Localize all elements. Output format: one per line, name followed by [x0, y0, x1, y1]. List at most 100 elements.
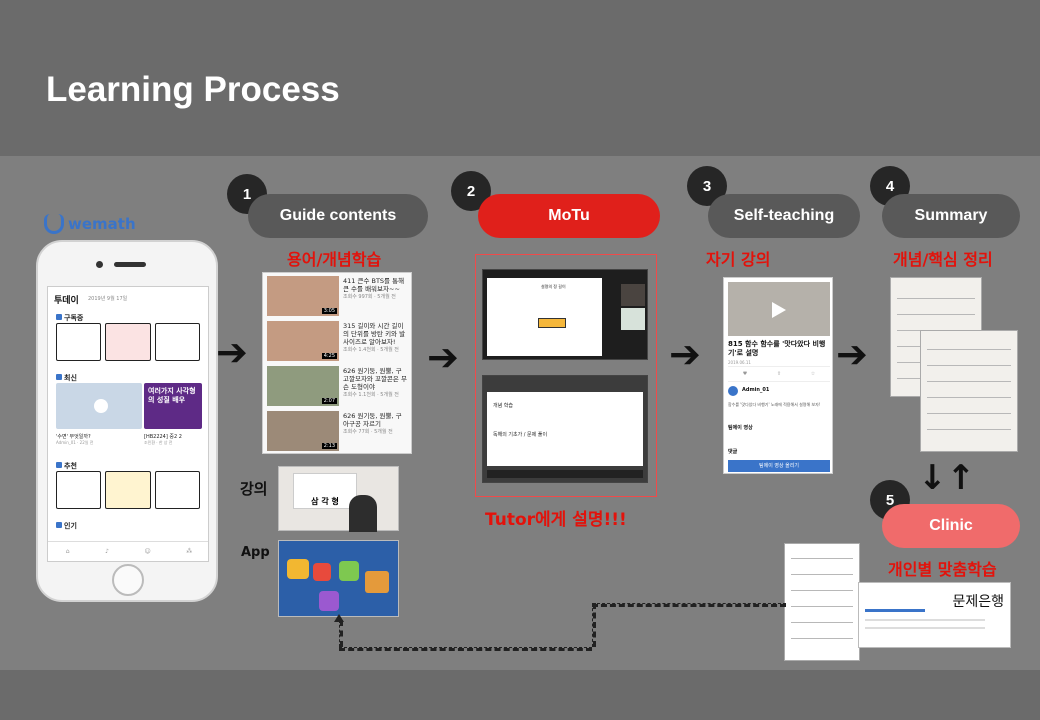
- step-pill-motu: MoTu: [478, 194, 660, 238]
- latest-video-2[interactable]: 여러가지 사각형의 성질 배우: [144, 383, 202, 429]
- card-date: 2019.06.11: [728, 360, 751, 365]
- motu-card-title: 설명의 정 길이: [541, 284, 566, 289]
- step-pill-summary: Summary: [882, 194, 1020, 238]
- step-pill-self-teaching: Self-teaching: [708, 194, 860, 238]
- list-item[interactable]: 4:25 315 길이와 시간 길이의 단위를 방탄 키와 발 사이즈로 알아보…: [267, 321, 409, 363]
- home-icon[interactable]: ⌂: [65, 548, 70, 555]
- upload-video-button[interactable]: 팀에이 영상 올리기: [728, 460, 830, 472]
- wemath-logo: wemath: [44, 214, 136, 234]
- label-lecture: 강의: [240, 480, 268, 498]
- question-bank-label: 문제은행: [952, 594, 1004, 610]
- bell-icon[interactable]: ♪: [105, 548, 109, 555]
- phone-screen: 투데이 2019년 9월 17일 구독중 최신 여러가지 사각형의 성질 배우 …: [47, 286, 209, 562]
- phone-tab-bar: ⌂ ♪ ☺ ⁂: [48, 541, 208, 561]
- question-bank-screenshot: 문제은행: [858, 582, 1011, 648]
- phone-camera: [96, 261, 103, 268]
- arrow-right-icon: ➔: [427, 335, 459, 379]
- recommended-thumbnails: [56, 471, 200, 509]
- caption-clinic: 개인별 맞춤학습: [888, 560, 997, 579]
- subscribed-thumbnails: [56, 323, 200, 361]
- feedback-line-bottom: [339, 647, 592, 651]
- caption-summary: 개념/핵심 정리: [893, 250, 993, 269]
- section-subscribed[interactable]: 구독중: [56, 313, 83, 323]
- list-item-meta: 조회수 77회 · 5개월 전: [343, 429, 393, 435]
- step-pill-clinic: Clinic: [882, 504, 1020, 548]
- motu-highlight-frame: [475, 254, 657, 497]
- caption-guide: 용어/개념학습: [287, 250, 382, 269]
- arrow-right-icon: ➔: [216, 330, 248, 374]
- slide-title: Learning Process: [46, 70, 340, 109]
- list-item[interactable]: 3:05 411 큰수 BTS를 통해 큰 수를 배워보자~~조회수 997회 …: [267, 276, 409, 318]
- brand-name: wemath: [68, 215, 136, 233]
- summary-note-2: [920, 330, 1018, 452]
- list-item-meta: 조회수 1.1천회 · 5개월 전: [343, 392, 399, 398]
- motu-tab-text-2: 독해의 기초가 / 문제 풀이: [493, 432, 548, 438]
- list-item-meta: 조회수 1.4천회 · 5개월 전: [343, 347, 399, 353]
- lecturer: [349, 495, 377, 532]
- latest-caption-2: [HB2224] 중2 2: [144, 434, 182, 440]
- latest-video-1[interactable]: [56, 383, 142, 429]
- graph-thumb[interactable]: [105, 323, 151, 361]
- list-item-meta: 조회수 997회 · 5개월 전: [343, 294, 396, 300]
- card-section-comments: 댓글: [728, 449, 738, 455]
- share-icon[interactable]: ⇪: [776, 371, 782, 377]
- step-pill-guide-contents: Guide contents: [248, 194, 428, 238]
- section-latest[interactable]: 최신: [56, 373, 77, 383]
- motu-screenshot-1: 설명의 정 길이: [482, 269, 648, 360]
- network-thumb[interactable]: [154, 471, 200, 509]
- grid-icon[interactable]: ⁂: [186, 548, 193, 555]
- arrow-right-icon: ➔: [669, 332, 701, 376]
- self-teaching-card: 815 함수 함수를 '맛다았다 비행기'로 설명 2019.06.11 ♥ ⇪…: [723, 277, 833, 474]
- people-icon[interactable]: ☺: [144, 548, 151, 555]
- phone-mockup: 투데이 2019년 9월 17일 구독중 최신 여러가지 사각형의 성질 배우 …: [36, 240, 218, 602]
- wemath-logo-icon: [44, 214, 64, 234]
- list-item-title: 315 길이와 시간 길이의 단위를 방탄 키와 발 사이즈로 알아보자!: [343, 322, 406, 346]
- caption-motu: Tutor에게 설명!!!: [485, 510, 627, 530]
- screen-date: 2019년 9월 17일: [88, 296, 128, 302]
- card-description: 함수를 '맛다았다 비행기' 노래에 적용해서 설명해 보자!: [728, 402, 821, 407]
- play-icon[interactable]: [772, 302, 786, 318]
- latest-meta-2: 조민환 · 한 상 전: [144, 440, 173, 445]
- screen-title: 투데이: [54, 296, 79, 306]
- app-game-screenshot: [278, 540, 399, 617]
- gears-thumb[interactable]: [105, 471, 151, 509]
- self-teaching-video[interactable]: [728, 282, 830, 336]
- phone-home-button: [112, 564, 144, 596]
- feedback-line-down: [592, 603, 596, 647]
- clinic-worksheet: [784, 543, 860, 661]
- card-author: Admin_01: [742, 387, 770, 393]
- latest-caption-1: '수면' 무엇일까?: [56, 434, 91, 440]
- card-section-videos: 팀에이 영상: [728, 425, 753, 431]
- guide-video-list: 3:05 411 큰수 BTS를 통해 큰 수를 배워보자~~조회수 997회 …: [262, 272, 412, 454]
- list-item-title: 626 원기둥, 원뿔, 구 아구공 자르기: [343, 412, 402, 428]
- label-app: App: [241, 545, 270, 560]
- list-item-title: 626 원기둥, 원뿔, 구 고깔모자와 꼬깔콘은 무슨 도형이야: [343, 367, 407, 391]
- latest-meta-1: Admin_01 · 22일 전: [56, 440, 94, 445]
- avatar: [728, 386, 738, 396]
- motu-tab-text: 개념 학습: [493, 403, 513, 409]
- list-item-title: 411 큰수 BTS를 통해 큰 수를 배워보자~~: [343, 277, 405, 293]
- phone-speaker: [114, 262, 146, 267]
- ruler-thumb[interactable]: [154, 323, 200, 361]
- play-icon: [94, 399, 108, 413]
- like-icon[interactable]: ♥: [742, 371, 748, 377]
- feedback-line-top: [592, 603, 786, 607]
- cube-thumb[interactable]: [56, 323, 102, 361]
- card-actions: ♥ ⇪ ☆: [728, 366, 830, 382]
- lecture-board: 삼 각 형: [293, 473, 357, 509]
- arrow-right-icon: ➔: [836, 332, 868, 376]
- formula-thumb[interactable]: [56, 471, 102, 509]
- section-recommended[interactable]: 추천: [56, 461, 77, 471]
- lecture-screenshot: 삼 각 형: [278, 466, 399, 532]
- card-title: 815 함수 함수를 '맛다았다 비행기'로 설명: [728, 340, 826, 357]
- arrow-up-icon: [334, 614, 344, 622]
- save-icon[interactable]: ☆: [810, 371, 816, 377]
- feedback-line-up: [339, 620, 343, 647]
- motu-screenshot-2: 개념 학습 독해의 기초가 / 문제 풀이: [482, 375, 648, 483]
- up-down-arrows-icon: ↓↑: [918, 458, 975, 498]
- section-popular[interactable]: 인기: [56, 521, 77, 531]
- caption-self-teaching: 자기 강의: [706, 250, 771, 269]
